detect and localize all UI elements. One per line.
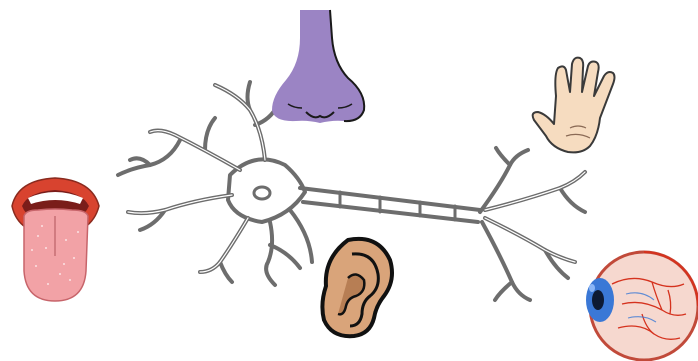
nose-icon [268, 8, 372, 126]
ear-icon [318, 234, 398, 340]
tongue-icon [8, 176, 103, 306]
eye-icon [582, 244, 698, 361]
hand-icon [528, 52, 630, 160]
